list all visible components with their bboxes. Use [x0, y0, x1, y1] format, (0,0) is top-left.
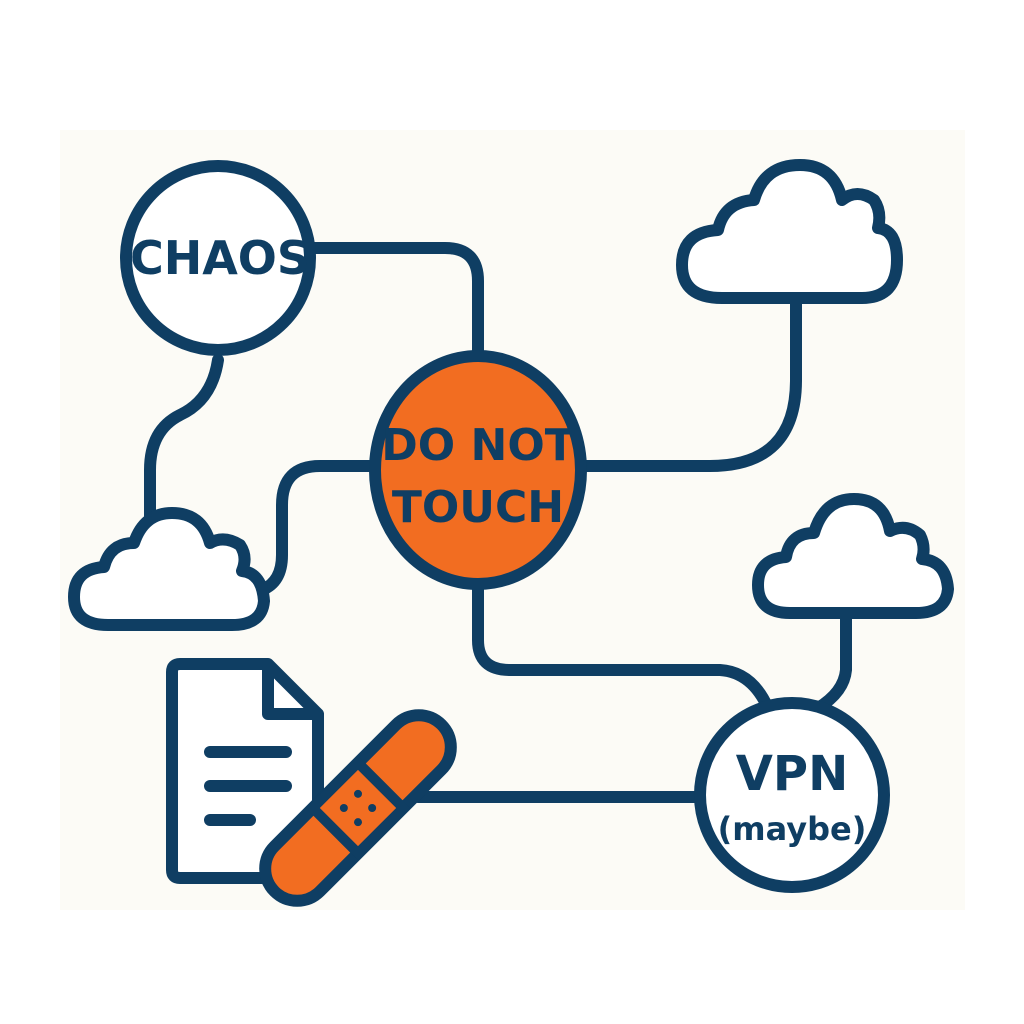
- do-not-touch-label-line2: TOUCH: [392, 482, 564, 533]
- connectors: [144, 242, 852, 803]
- do-not-touch-node: DO NOT TOUCH: [369, 350, 587, 590]
- cloud-icon: [676, 159, 903, 304]
- document-icon: [166, 658, 324, 884]
- connector-right-cloud-vpn: [812, 610, 852, 714]
- bandage-icon: [259, 709, 457, 907]
- vpn-label-line1: VPN: [736, 746, 849, 802]
- cloud-icon: [68, 507, 270, 631]
- chaos-label: CHAOS: [130, 231, 310, 285]
- connector-center-vpn: [472, 576, 774, 714]
- chaos-node: CHAOS: [120, 160, 316, 356]
- connector-center-left-cloud: [256, 460, 384, 596]
- connector-center-top-cloud: [572, 292, 802, 472]
- connector-chaos-center: [306, 242, 484, 376]
- connector-chaos-left-cloud: [144, 354, 224, 526]
- cloud-icon: [752, 493, 954, 619]
- do-not-touch-label-line1: DO NOT: [381, 420, 575, 471]
- vpn-node: VPN (maybe): [694, 697, 890, 893]
- vpn-label-line2: (maybe): [718, 810, 867, 848]
